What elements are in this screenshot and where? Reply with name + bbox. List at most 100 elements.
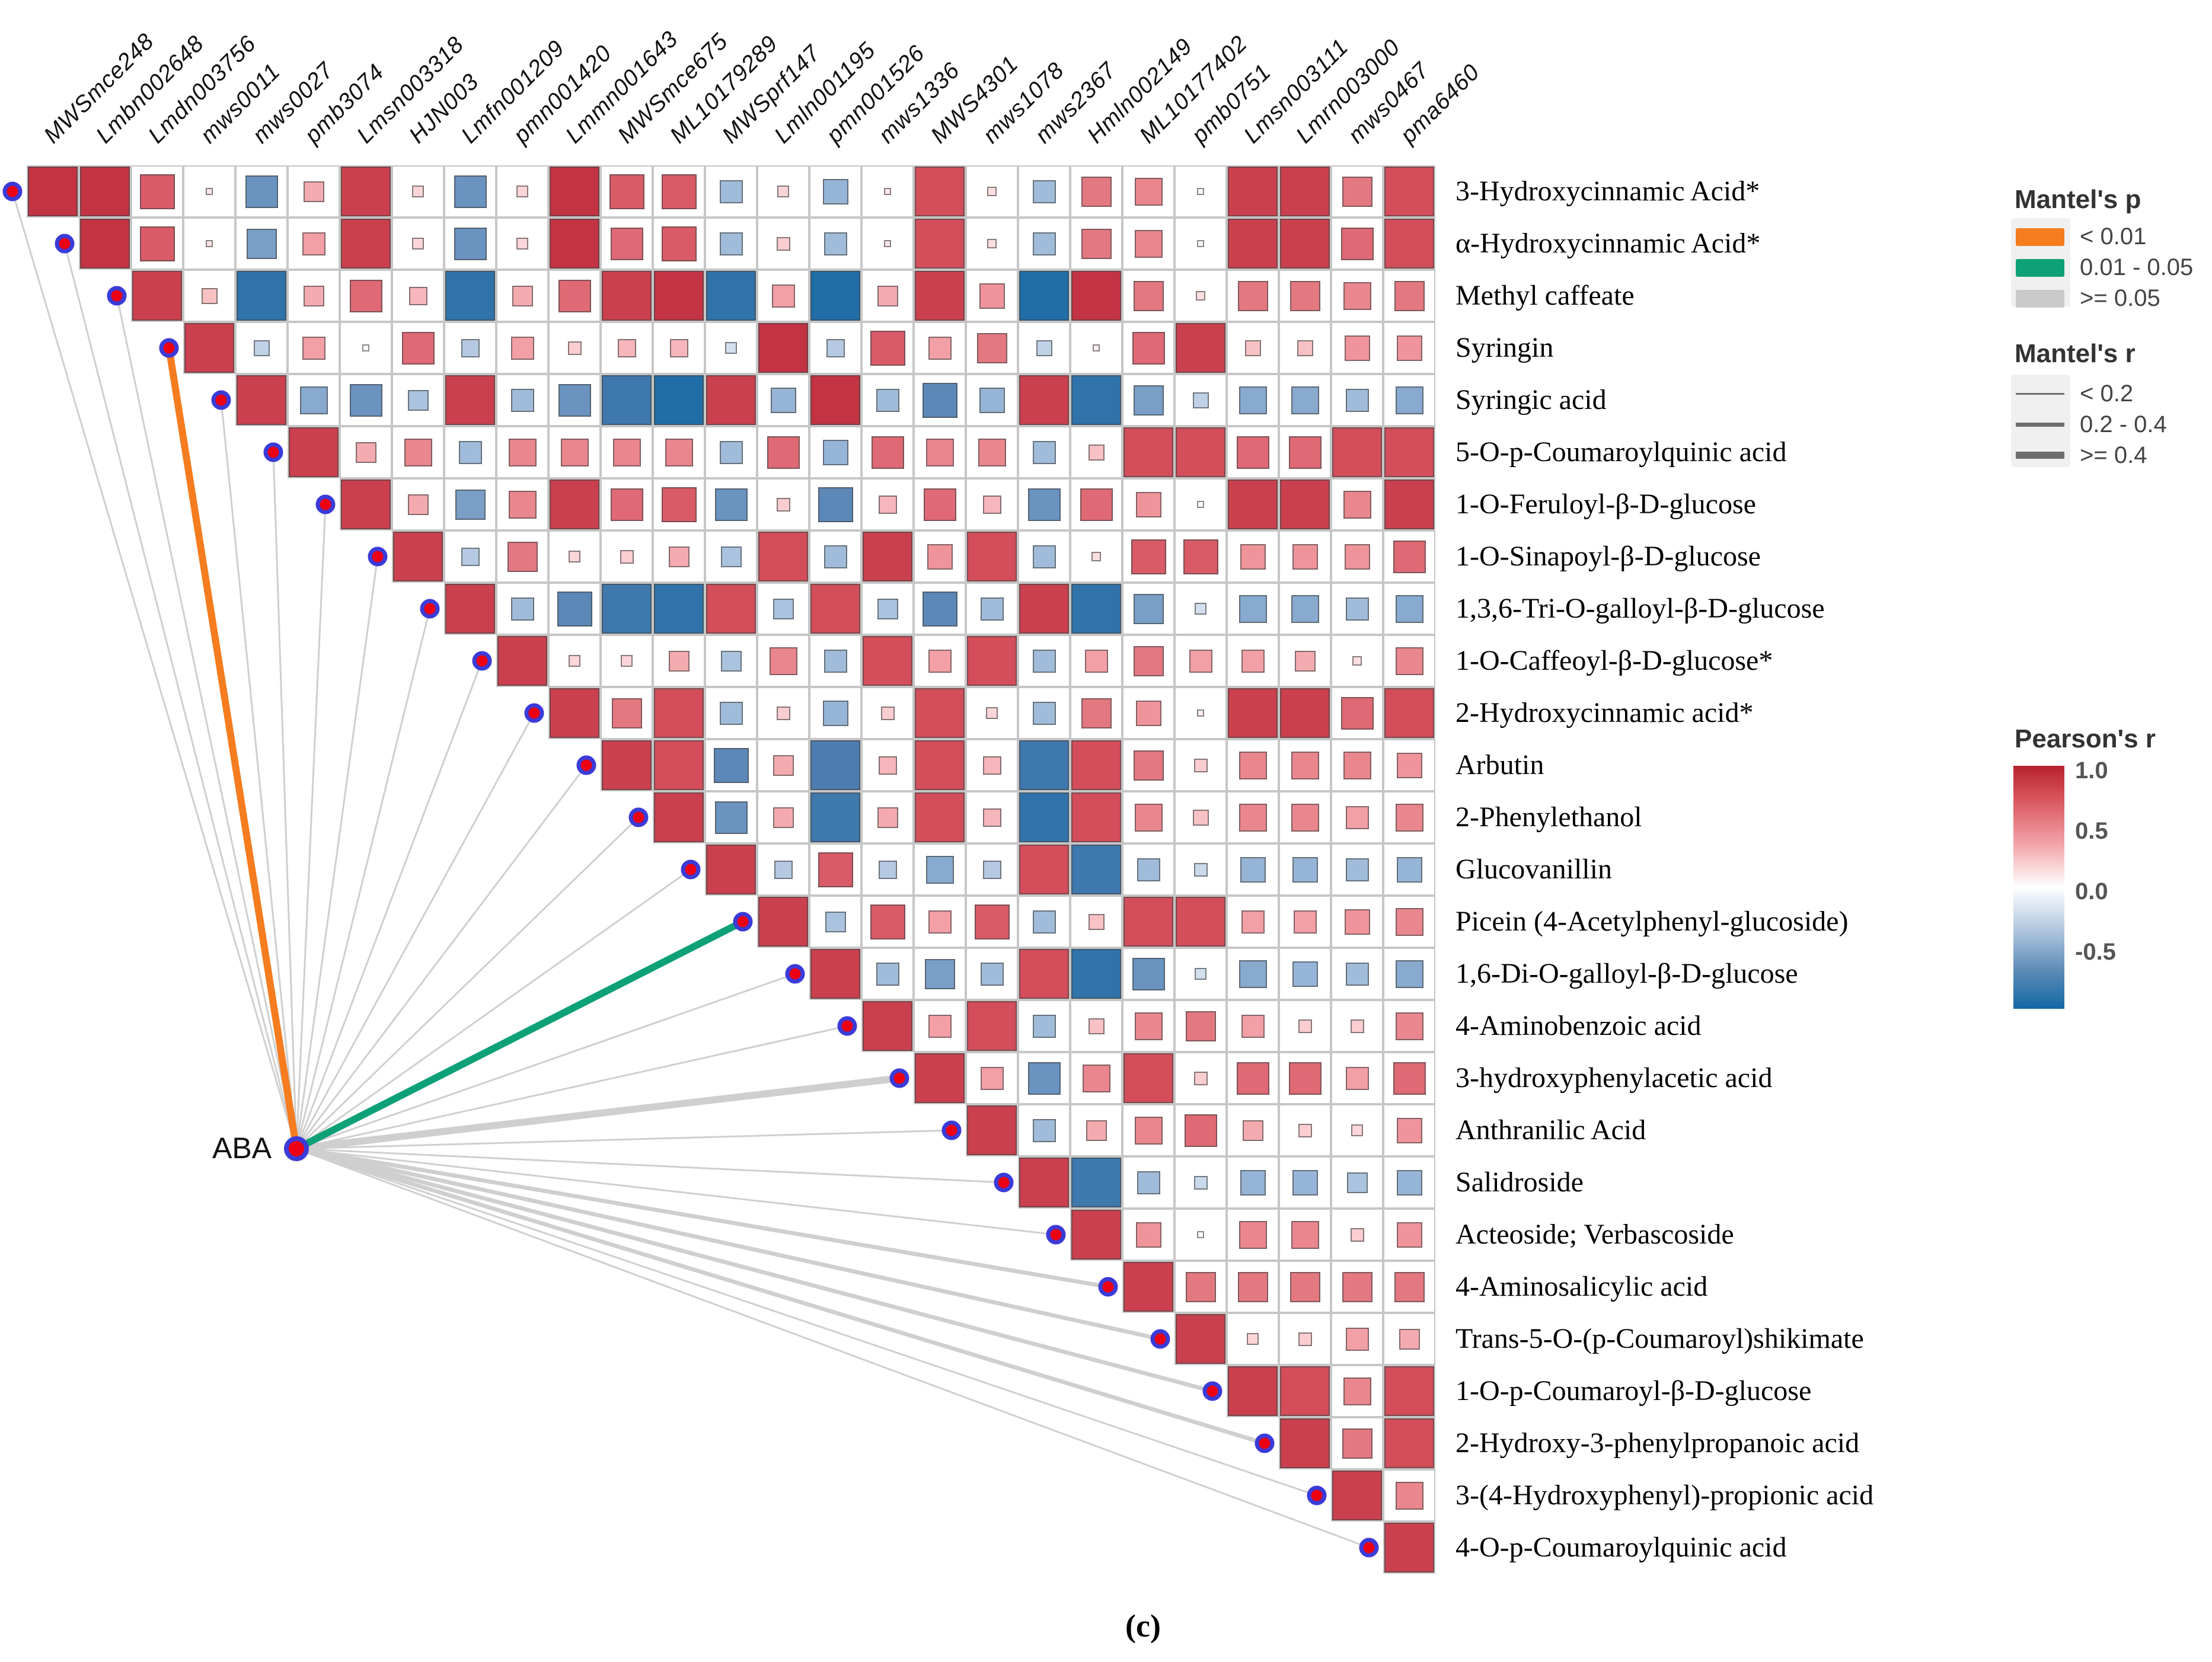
heatmap-cell (914, 687, 966, 739)
heatmap-cell (1018, 478, 1070, 530)
pearson-square (1345, 388, 1369, 412)
heatmap-cell (757, 583, 809, 635)
mantel-p-label: >= 0.05 (2080, 285, 2160, 311)
row-label: 1-O-Caffeoyl-β-D-glucose* (1455, 645, 1773, 676)
heatmap-cell (1383, 739, 1435, 791)
mantel-link (295, 660, 483, 1150)
heatmap-cell (131, 165, 183, 218)
heatmap-cell (1383, 1052, 1435, 1104)
heatmap-cell (392, 426, 444, 478)
pearson-colorbar (2013, 766, 2064, 1009)
heatmap-cell (809, 270, 861, 322)
pearson-square (1088, 444, 1105, 461)
pearson-square (1297, 340, 1313, 356)
mantel-link (116, 295, 298, 1150)
heatmap-cell (1279, 1209, 1331, 1261)
mantel-link (295, 712, 535, 1150)
pearson-square (1332, 1471, 1382, 1520)
pearson-square (915, 1053, 965, 1103)
pearson-square (810, 792, 860, 842)
heatmap-cell (861, 583, 914, 635)
heatmap-cell (1331, 270, 1383, 322)
heatmap-cell (1279, 322, 1331, 374)
heatmap-cell (1122, 530, 1174, 583)
row-label: 3-Hydroxycinnamic Acid* (1455, 175, 1760, 207)
heatmap-cell (1279, 583, 1331, 635)
pearson-square (922, 382, 957, 418)
heatmap-cell (235, 270, 288, 322)
heatmap-cell (1279, 478, 1331, 530)
heatmap-cell (914, 948, 966, 1000)
pearson-square (1088, 913, 1105, 930)
heatmap-cell (914, 530, 966, 583)
heatmap-cell (1174, 791, 1227, 843)
pearson-square (454, 175, 487, 208)
heatmap-cell (496, 218, 548, 270)
heatmap-cell (914, 739, 966, 791)
figure-caption: (c) (1125, 1608, 1161, 1644)
heatmap-cell (601, 583, 653, 635)
row-label: Syringin (1455, 332, 1554, 363)
pearson-tick-label: 0.0 (2075, 878, 2108, 904)
heatmap-cell (966, 322, 1018, 374)
pearson-square (507, 541, 538, 572)
pearson-square (1340, 227, 1374, 260)
mantel-link (63, 242, 298, 1150)
matrix-node-dot (1307, 1485, 1327, 1506)
heatmap-cell (1227, 843, 1279, 896)
heatmap-cell (1070, 270, 1122, 322)
pearson-square (569, 655, 580, 667)
pearson-square (1343, 282, 1371, 310)
heatmap-cell (1174, 270, 1227, 322)
heatmap-cell (809, 791, 861, 843)
heatmap-cell (809, 948, 861, 1000)
mantel-link (293, 1075, 903, 1152)
pearson-square (915, 740, 965, 790)
heatmap-cell (966, 635, 1018, 687)
matrix-node-dot (1255, 1433, 1275, 1453)
heatmap-cell (1122, 270, 1174, 322)
pearson-square (1088, 1018, 1105, 1034)
matrix-node-dot (1150, 1329, 1170, 1349)
pearson-square (1292, 1169, 1318, 1196)
pearson-square (1093, 344, 1100, 351)
heatmap-cell (548, 426, 601, 478)
matrix-node-dot (315, 494, 336, 514)
pearson-square (349, 279, 382, 312)
pearson-square (510, 597, 534, 621)
heatmap-cell (1383, 322, 1435, 374)
pearson-square (1399, 1328, 1420, 1350)
pearson-square (1280, 1366, 1330, 1416)
heatmap-cell (966, 687, 1018, 739)
pearson-square (1032, 910, 1056, 934)
pearson-square (1292, 961, 1318, 987)
heatmap-cell (757, 478, 809, 530)
heatmap-cell (861, 530, 914, 583)
mantel-r-title: Mantel's r (2015, 339, 2136, 368)
mantel-link (295, 868, 692, 1150)
heatmap-cell (1070, 687, 1122, 739)
heatmap-cell (601, 270, 653, 322)
pearson-square (818, 852, 853, 887)
pearson-square (1291, 1220, 1319, 1249)
pearson-square (1134, 229, 1163, 258)
heatmap-cell (1279, 1052, 1331, 1104)
heatmap-cell (705, 165, 757, 218)
pearson-square (1086, 1120, 1107, 1141)
pearson-square (1236, 436, 1269, 469)
heatmap-cell (1383, 1522, 1435, 1574)
heatmap-cell (1331, 1156, 1383, 1209)
heatmap-cell (548, 635, 601, 687)
matrix-node-dot (1359, 1538, 1379, 1558)
heatmap-cell (705, 635, 757, 687)
pearson-square (706, 271, 756, 321)
heatmap-cell (966, 583, 1018, 635)
pearson-square (206, 188, 213, 195)
heatmap-cell (1018, 791, 1070, 843)
pearson-square (139, 174, 175, 209)
pearson-square (1294, 650, 1316, 672)
heatmap-cell (1331, 1365, 1383, 1417)
pearson-square (550, 480, 599, 529)
heatmap-cell (1279, 1261, 1331, 1313)
pearson-square (362, 344, 369, 351)
